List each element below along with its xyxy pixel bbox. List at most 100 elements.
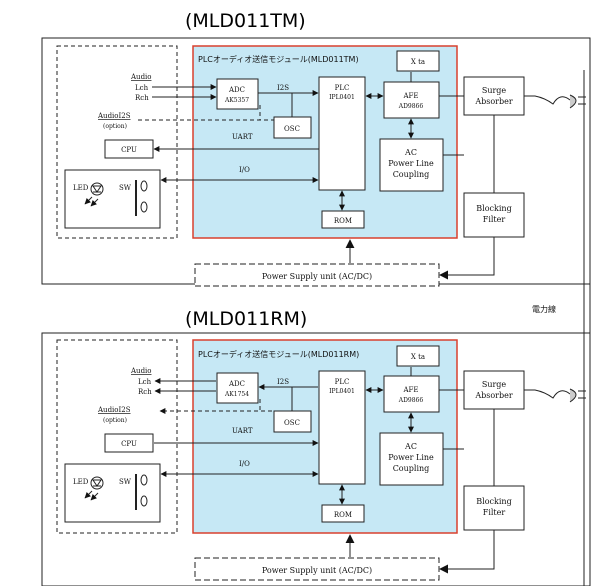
surge-absorber-block — [463, 76, 525, 116]
rom-block — [321, 210, 365, 229]
absorber-label: Absorber — [474, 97, 513, 106]
plc-block — [318, 370, 366, 485]
afe-label: AFE — [402, 386, 418, 394]
power-supply-label: Power Supply unit (AC/DC) — [262, 566, 372, 575]
plc-block — [318, 76, 366, 191]
lch-label: Lch — [135, 84, 149, 92]
host-dashed-area — [56, 339, 178, 534]
led-icon — [84, 182, 104, 207]
rom-label: ROM — [334, 511, 352, 519]
osc-block — [273, 116, 312, 139]
cpu-label: CPU — [121, 146, 137, 154]
cpu-label: CPU — [121, 440, 137, 448]
power-line-label-jp: 電力線 — [532, 304, 556, 314]
xtal-label: X ta — [411, 353, 425, 361]
power-supply-block — [194, 557, 440, 581]
module-label: PLCオーディオ送信モジュール(MLD011RM) — [198, 349, 359, 359]
i2s-label: I2S — [277, 84, 289, 92]
led-icon — [84, 476, 104, 501]
adc-name: ADC — [228, 86, 245, 94]
xtal-block — [396, 345, 440, 367]
surge-label: Surge — [482, 86, 507, 95]
coupling-label: Coupling — [393, 464, 430, 473]
adc-part: AK1754 — [224, 391, 249, 398]
filter-label: Filter — [483, 215, 506, 224]
led-sw-block — [64, 463, 161, 523]
osc-label: OSC — [284, 419, 300, 427]
diagram-title: (MLD011RM) — [185, 308, 307, 330]
plc-label: PLC — [335, 378, 350, 386]
module-label: PLCオーディオ送信モジュール(MLD011TM) — [198, 54, 359, 64]
power-line-label: Power Line — [388, 453, 434, 462]
osc-label: OSC — [284, 125, 300, 133]
plc-part: IPL0401 — [329, 388, 355, 395]
sw-label: SW — [119, 478, 132, 486]
io-label: I/O — [239, 460, 250, 468]
audio-i2s-label: AudioI2S — [97, 406, 131, 414]
afe-block — [383, 81, 440, 119]
ac-label: AC — [404, 148, 417, 157]
adc-block — [216, 78, 259, 110]
plc-part: IPL0401 — [329, 94, 355, 101]
uart-label: UART — [232, 427, 253, 435]
host-dashed-area — [56, 45, 178, 239]
afe-part: AD9866 — [398, 103, 424, 110]
lch-label: Lch — [138, 378, 152, 386]
ac-coupling-block — [379, 432, 444, 486]
switch-icon — [135, 474, 148, 510]
diagram-rm: (MLD011RM) PLCオーディオ送信モジュール(MLD011RM) Aud… — [41, 308, 591, 586]
adc-name: ADC — [228, 380, 245, 388]
diagram-tm: (MLD011TM) PLCオーディオ送信モジュール(MLD011TM) Aud… — [41, 10, 591, 287]
option-label: (option) — [103, 123, 127, 130]
io-label: I/O — [239, 166, 250, 174]
audio-i2s-label: AudioI2S — [97, 112, 131, 120]
filter-to-psu — [439, 530, 495, 574]
cpu-block — [104, 139, 154, 159]
afe-part: AD9866 — [398, 397, 424, 404]
option-label: (option) — [103, 417, 127, 424]
coupling-label: Coupling — [393, 170, 430, 179]
sw-label: SW — [119, 184, 132, 192]
rom-label: ROM — [334, 217, 352, 225]
diagram-title: (MLD011TM) — [185, 10, 306, 32]
afe-block — [383, 375, 440, 413]
led-label: LED — [73, 184, 89, 192]
switch-icon — [135, 180, 148, 216]
plc-label: PLC — [335, 84, 350, 92]
audio-label: Audio — [130, 367, 152, 375]
plug-icon — [524, 388, 586, 403]
i2s-label: I2S — [277, 378, 289, 386]
blocking-label: Blocking — [476, 204, 511, 213]
afe-label: AFE — [402, 92, 418, 100]
power-supply-block — [194, 263, 440, 287]
ac-label: AC — [404, 442, 417, 451]
rch-label: Rch — [138, 388, 152, 396]
xtal-label: X ta — [411, 58, 425, 66]
power-line-wires — [583, 70, 591, 586]
filter-label: Filter — [483, 508, 506, 517]
xtal-block — [396, 50, 440, 72]
plug-icon — [524, 94, 586, 109]
blocking-label: Blocking — [476, 497, 511, 506]
adc-block — [216, 372, 259, 404]
filter-to-psu — [439, 237, 495, 280]
blocking-filter-block — [463, 192, 525, 238]
audio-label: Audio — [130, 73, 152, 81]
surge-absorber-block — [463, 370, 525, 410]
cpu-block — [104, 433, 154, 453]
rch-label: Rch — [135, 94, 149, 102]
osc-block — [273, 410, 312, 433]
surge-label: Surge — [482, 380, 507, 389]
absorber-label: Absorber — [474, 391, 513, 400]
uart-label: UART — [232, 133, 253, 141]
rom-block — [321, 504, 365, 523]
power-supply-label: Power Supply unit (AC/DC) — [262, 272, 372, 281]
led-label: LED — [73, 478, 89, 486]
outer-frame — [41, 332, 591, 586]
adc-part: AK5357 — [224, 97, 249, 104]
power-line-label: Power Line — [388, 159, 434, 168]
blocking-filter-block — [463, 485, 525, 531]
led-sw-block — [64, 169, 161, 229]
ac-coupling-block — [379, 138, 444, 192]
